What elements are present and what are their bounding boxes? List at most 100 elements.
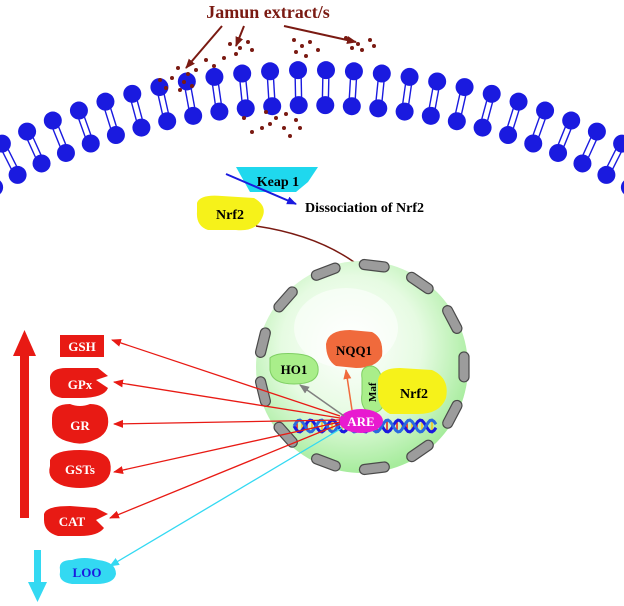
extract-particle [344,36,348,40]
lipid-head-inner [316,96,335,115]
lipid-head-outer [562,111,581,130]
lipid-head-inner [447,112,466,131]
lipid-tail [7,149,18,167]
lipid-head-outer [205,67,224,86]
lipid-head-outer [69,101,88,120]
nqq1-shape [326,330,383,368]
lipid-head-outer [509,92,528,111]
lipid-tail [512,109,520,129]
lipid-tail [582,137,592,156]
lipid-head-inner [473,118,492,137]
lipid-tail [375,81,379,101]
jamun-extract-particles [158,36,376,138]
lipid-head-inner [0,180,4,195]
enzyme-cat: CAT [44,506,108,536]
gsh-label: GSH [68,339,95,354]
jamun-extract-title: Jamun extract/s [206,2,329,22]
lipid-head-outer [613,134,624,153]
lipid-head-outer [400,67,419,86]
extract-particle [242,116,246,120]
extract-particle [204,58,208,62]
ho1-shape [269,353,319,385]
lipid-head-outer [316,61,335,80]
lipid-tail [563,128,572,147]
lipid-tail [130,102,138,121]
lipid-head-inner [421,106,440,125]
lipid-tail [486,102,494,121]
extract-particle [164,86,168,90]
lipid-head-inner [236,99,255,118]
extract-particle [360,48,364,52]
extract-particle [234,52,238,56]
extract-particle [292,38,296,42]
lipid-head-outer [0,134,11,153]
lipid-tail [532,116,541,136]
ho1-label: HO1 [281,362,308,377]
lipid-head-inner [369,99,388,118]
keap1-label: Keap 1 [257,175,299,190]
extract-particle [228,42,232,46]
nuclear-envelope [254,258,470,476]
lipid-head-outer [123,84,142,103]
nrf2-nucleus-label: Nrf2 [400,387,428,402]
extract-particle [260,126,264,130]
nqq1-label: NQQ1 [336,343,372,358]
extract-particle [212,64,216,68]
lipid-tail [184,89,190,109]
nuclear-pore [358,461,390,476]
extract-particle [250,130,254,134]
loo-label: LOO [73,565,102,580]
nuclear-pore [310,262,341,281]
lipid-tail [587,139,597,158]
lipid-head-outer [150,78,169,97]
lipid-head-inner [132,118,151,137]
lipid-head-outer [587,122,606,141]
lipid-tail [460,95,467,115]
lipid-head-inner [32,154,51,173]
lipid-head-outer [455,78,474,97]
dissociation-arrow [225,173,297,205]
loo-marker: LOO [59,558,116,584]
lipid-tail [217,84,222,104]
extract-particle [298,126,302,130]
lipid-tail [612,151,622,170]
enzyme-gsts: GSTs [49,450,111,488]
extract-particle [186,72,190,76]
lipid-head-inner [263,97,282,116]
are-to-ho1-arrow [299,384,345,417]
extract-particle [282,126,286,130]
lipid-tail [428,88,434,108]
lipid-head-outer [536,101,555,120]
extract-particle [178,88,182,92]
lipid-tail [557,126,567,145]
extract-particle [368,38,372,42]
extract-particle [304,54,308,58]
extract-particle [238,46,242,50]
enzyme-gpx: GPx [50,368,108,398]
lipid-head-outer [43,111,62,130]
lipid-head-outer [18,122,37,141]
lipid-head-outer [482,84,501,103]
are-to-enzyme-arrows [109,339,343,567]
lipid-tail [27,139,37,158]
lipid-tail [57,126,67,145]
lipid-tail [454,94,461,113]
extract-particle [182,80,186,84]
maf-shape [361,365,383,413]
lipid-tail [136,100,143,120]
extract-particle [300,44,304,48]
lipid-bilayer-membrane [0,61,624,195]
lipid-tail [163,94,170,113]
lipid-tail [408,85,413,105]
extract-particle [268,122,272,126]
nuclear-pore [406,439,434,463]
are-shape [339,409,383,433]
lipid-tail [506,108,514,127]
dissociation-label: Dissociation of Nrf2 [305,201,424,216]
extract-particle [294,118,298,122]
gsts-label: GSTs [65,462,95,477]
lipid-tail [348,79,352,99]
lipid-head-inner [289,96,308,115]
downregulation-arrow [28,550,47,602]
extract-particle [190,84,194,88]
